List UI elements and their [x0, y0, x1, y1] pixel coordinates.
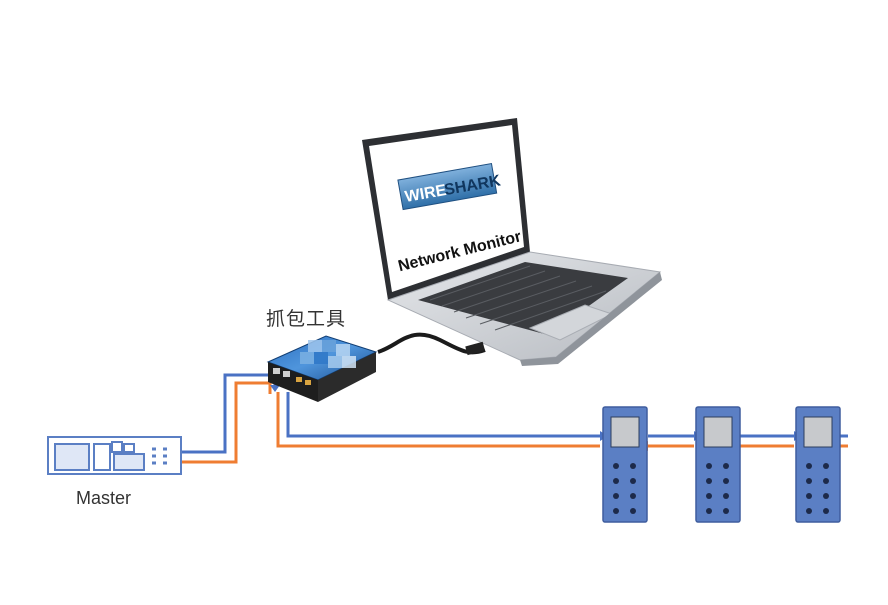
usb-plug [465, 341, 485, 356]
link-lines [182, 373, 848, 464]
slave-device-icon [795, 406, 841, 523]
blurred-label [300, 340, 356, 368]
tap-to-slave-blue [286, 392, 600, 438]
master-to-tap-blue [182, 373, 277, 454]
plc-rack-icon [47, 436, 182, 475]
slave-device-icon [602, 406, 648, 523]
wireshark-logo: WIRE SHARK [397, 162, 502, 211]
master-to-tap-orange [182, 381, 272, 464]
capture-tool-label: 抓包工具 [266, 308, 347, 330]
tap-to-slave-orange [276, 392, 600, 448]
master-label: Master [76, 488, 132, 508]
slave-device-icon [695, 406, 741, 523]
